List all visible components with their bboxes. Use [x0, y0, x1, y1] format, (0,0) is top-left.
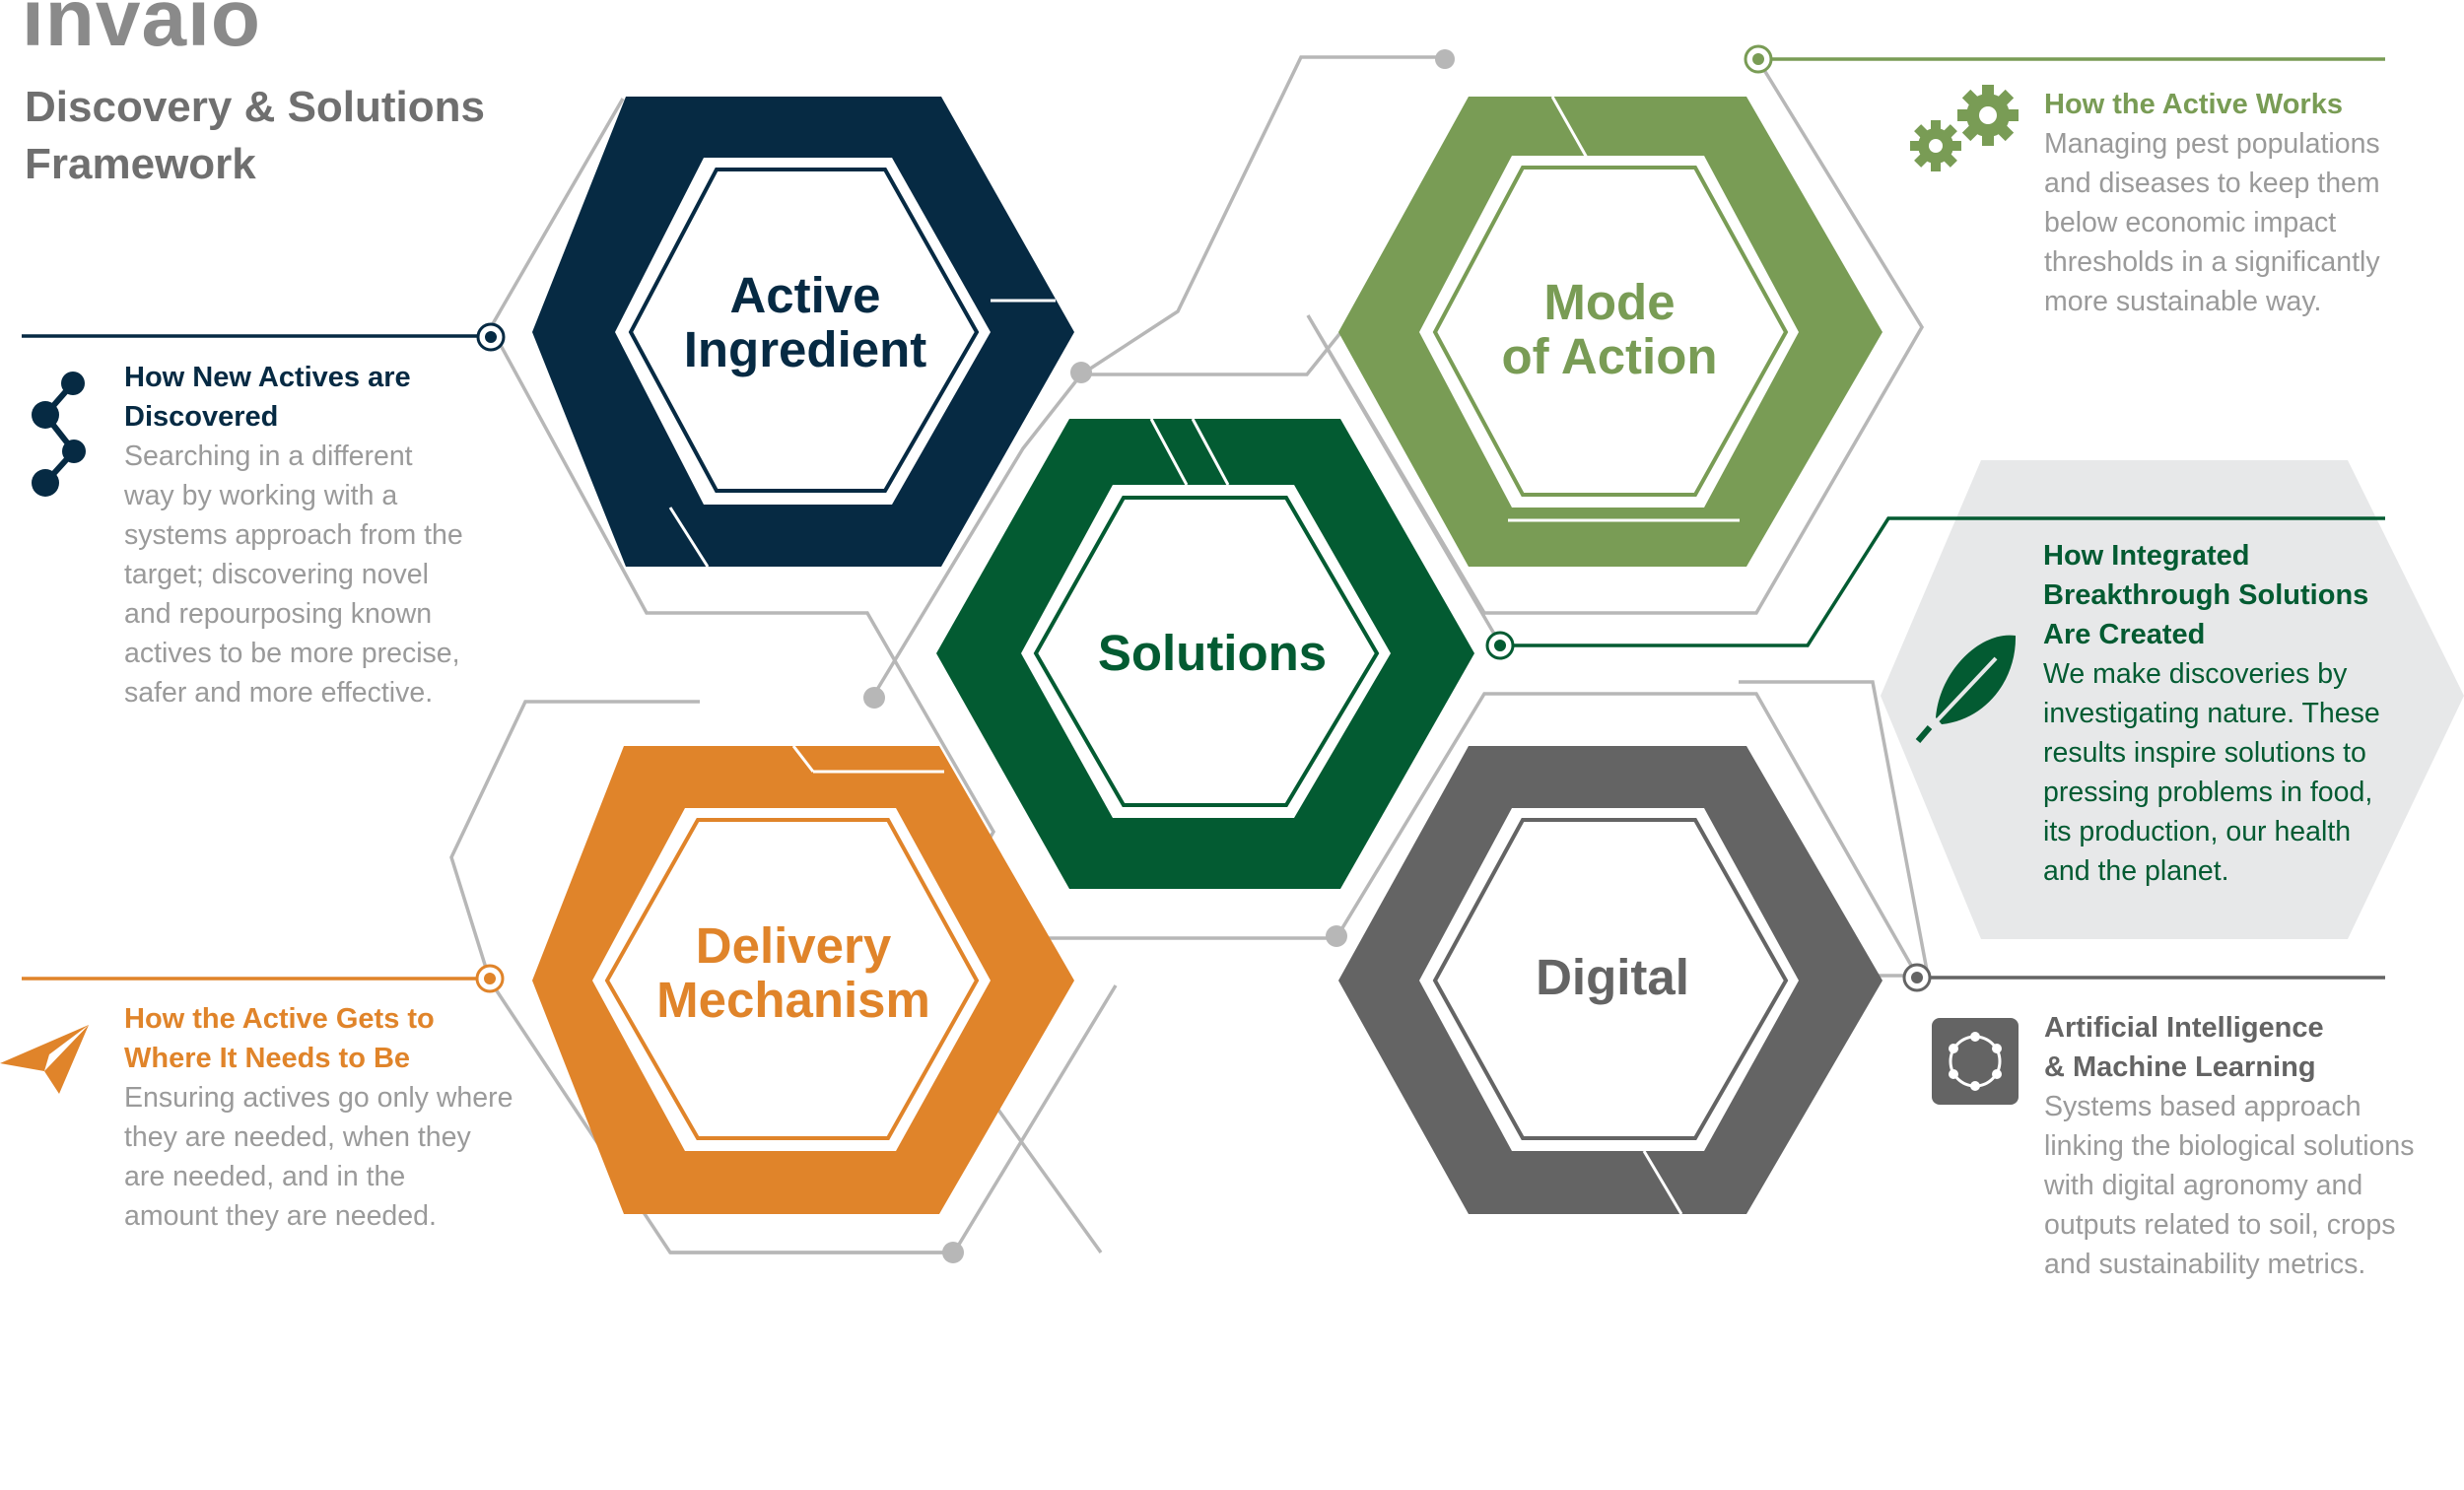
- hexagon-delivery-mechanism: [532, 745, 1074, 1214]
- leaf-icon: [1915, 635, 2017, 743]
- paper-plane-icon: [0, 1025, 89, 1094]
- connector-dot: [1326, 925, 1347, 947]
- connector-dot: [863, 687, 885, 709]
- anchor-digital: [1902, 963, 1932, 992]
- hexagon-solutions: [936, 418, 1474, 889]
- molecule-icon: [32, 372, 86, 497]
- framework-title-line: Framework: [25, 140, 256, 188]
- hexagon-digital: [1338, 746, 1882, 1215]
- anchor-solutions: [1485, 631, 1515, 660]
- hexagon-label-digital: Digital: [1536, 949, 1689, 1005]
- anchor-delivery: [475, 964, 505, 993]
- gears-icon: [1910, 85, 2019, 171]
- connector-dot: [1070, 362, 1092, 383]
- connector-dot: [942, 1242, 964, 1263]
- panel-ai-machine-learning: Artificial Intelligence& Machine Learnin…: [2044, 1008, 2458, 1284]
- network-chip-icon: [1932, 1018, 2019, 1105]
- connector-nodes: [863, 49, 1455, 1263]
- hexagon-mode-of-action: [1338, 96, 1882, 567]
- anchor-active: [476, 322, 506, 352]
- invaio-logo: invaio: [22, 0, 261, 63]
- panel-heading: How the Active Works: [2044, 89, 2343, 120]
- panel-how-active-works: How the Active Works Managing pest popul…: [2044, 85, 2458, 321]
- connector-dot: [1435, 49, 1455, 69]
- hexagon-label-solutions: Solutions: [1097, 625, 1328, 681]
- panel-background-hexagon: [1881, 460, 2464, 939]
- framework-title-line: Discovery & Solutions: [25, 83, 486, 131]
- callout-line-solutions: [1500, 516, 2385, 647]
- framework-title: Discovery & Solutions Framework: [25, 79, 577, 193]
- hexagon-active-ingredient: [532, 97, 1074, 568]
- anchor-mode: [1744, 44, 1773, 74]
- panel-heading: Artificial Intelligence& Machine Learnin…: [2044, 1012, 2324, 1083]
